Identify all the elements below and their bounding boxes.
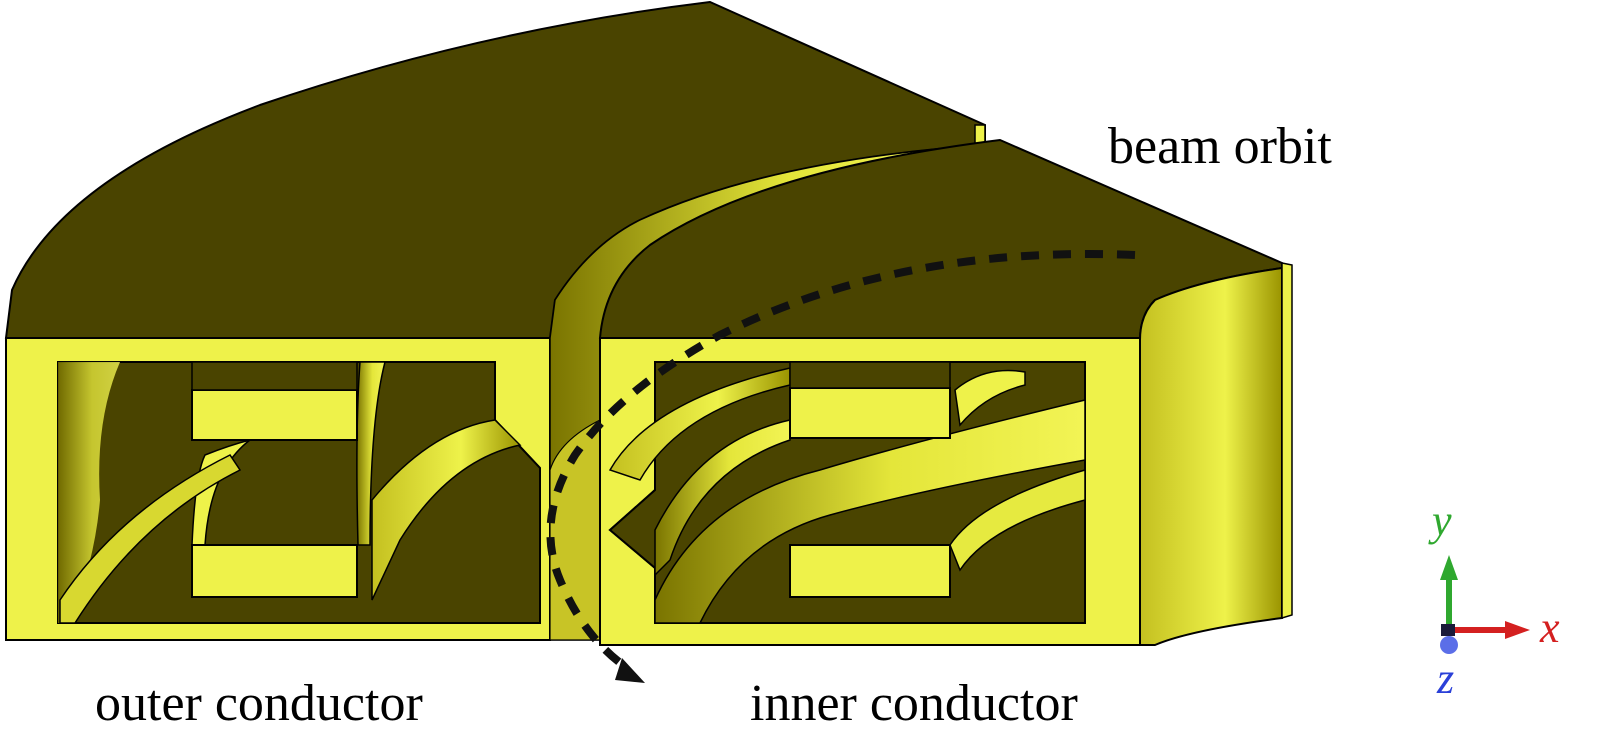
inner-curve-3 — [654, 399, 1086, 624]
inner-conductor-label: inner conductor — [750, 675, 1078, 732]
inner-curve-4 — [949, 469, 1086, 572]
z-axis-dot — [1440, 636, 1458, 654]
axes-gizmo: y x z — [1428, 496, 1560, 703]
outer-curve-3 — [371, 419, 522, 601]
y-axis-arrowhead — [1440, 555, 1458, 580]
outer-cavity-shade — [58, 362, 120, 623]
outer-conductor-label: outer conductor — [95, 675, 423, 732]
outer-conductor-block — [4, 0, 986, 641]
beam-orbit-trajectory — [546, 250, 1136, 683]
beam-orbit-path — [546, 250, 1136, 674]
beam-orbit-label: beam orbit — [1108, 118, 1332, 175]
inner-curve-5 — [954, 369, 1026, 427]
origin-block — [1441, 624, 1455, 636]
outer-upper-bar — [191, 389, 358, 441]
inner-conductor-block — [598, 138, 1293, 646]
y-axis-label: y — [1428, 496, 1452, 545]
inner-lower-bar — [789, 544, 951, 598]
x-axis-label: x — [1539, 603, 1560, 652]
inner-upper-bar — [789, 387, 951, 439]
outer-lower-bar — [191, 544, 358, 598]
inner-right-rim — [1281, 262, 1293, 620]
outer-curve-4 — [59, 454, 242, 624]
outer-upper-bar-top — [191, 361, 358, 391]
inner-upper-bar-top — [789, 361, 951, 389]
beam-orbit-arrowhead — [615, 658, 645, 683]
inner-right-curved-face — [1139, 266, 1283, 646]
z-axis-label: z — [1436, 654, 1454, 703]
inner-curve-2 — [654, 419, 791, 577]
x-axis-arrowhead — [1505, 621, 1530, 639]
